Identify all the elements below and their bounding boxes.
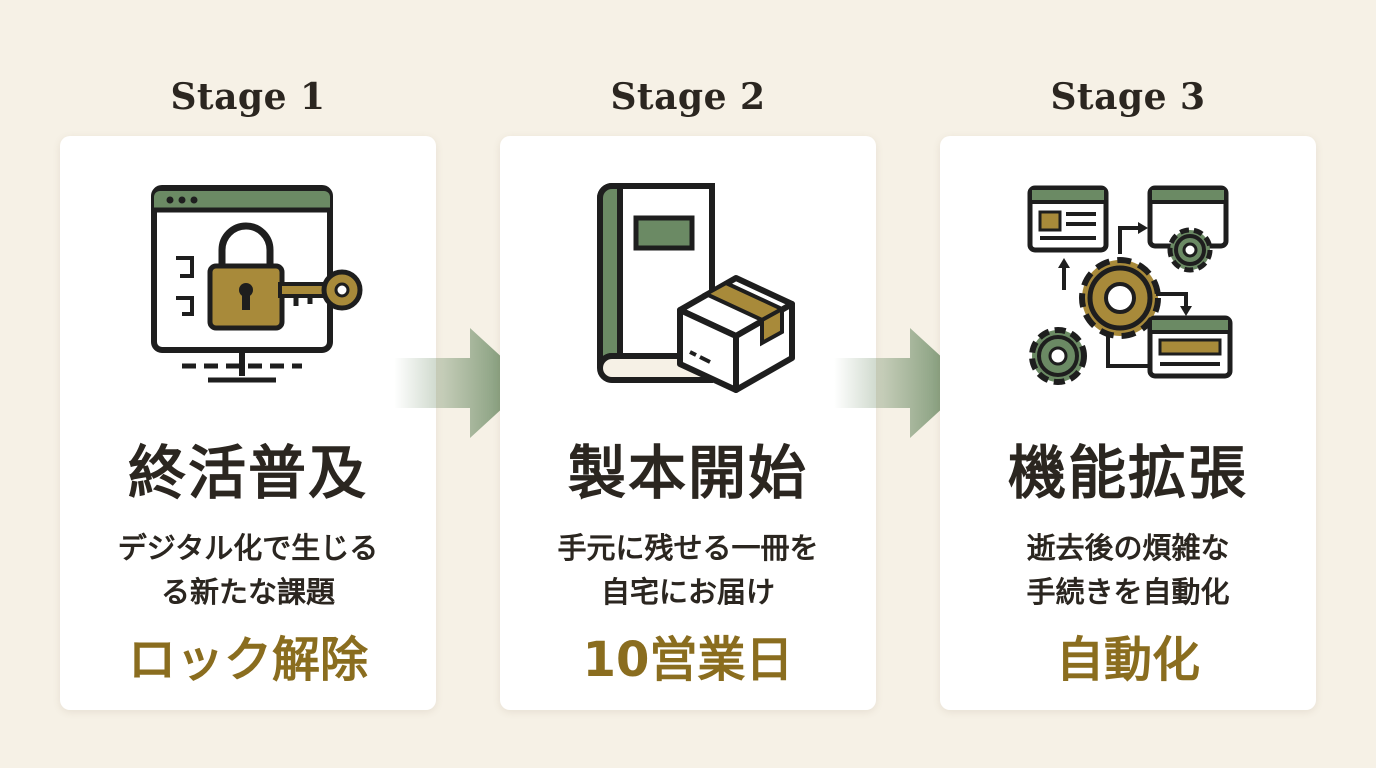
stage-1-title: 終活普及: [127, 439, 368, 507]
stage-2-description: 手元に残せる一冊を 自宅にお届け: [520, 526, 856, 614]
stage-2-description-line-1: 手元に残せる一冊を: [557, 531, 819, 565]
computer-lock-key-icon: [120, 180, 376, 400]
stage-1-highlight: ロック解除: [127, 632, 368, 688]
arrow-right-icon: [394, 328, 534, 438]
stage-3-description: 逝去後の煩雑な 手続きを自動化: [960, 526, 1296, 614]
stage-3-highlight: 自動化: [1055, 632, 1200, 688]
stage-2-label: Stage 2: [610, 76, 766, 118]
stage-2-title: 製本開始: [567, 439, 808, 507]
stage-3-description-line-1: 逝去後の煩雑な: [1026, 531, 1230, 565]
stage-3-card: 機能拡張 逝去後の煩雑な 手続きを自動化 自動化: [940, 136, 1316, 710]
stage-1-description: デジタル化で生じる る新たな課題: [80, 526, 416, 614]
stage-3-description-line-2: 手続きを自動化: [1026, 575, 1230, 609]
stage-2-description-line-2: 自宅にお届け: [600, 575, 775, 609]
stage-3-label: Stage 3: [1050, 76, 1206, 118]
stage-2-highlight: 10営業日: [582, 632, 794, 688]
stage-1-description-line-1: デジタル化で生じる: [117, 531, 379, 565]
stage-1-label: Stage 1: [170, 76, 326, 118]
stage-1-card: 終活普及 デジタル化で生じる る新たな課題 ロック解除: [60, 136, 436, 710]
stage-3-title: 機能拡張: [1007, 439, 1248, 507]
stage-2-card: 製本開始 手元に残せる一冊を 自宅にお届け 10営業日: [500, 136, 876, 710]
gears-automation-icon: [1000, 180, 1256, 400]
book-and-box-icon: [560, 180, 816, 400]
arrow-right-icon: [834, 328, 974, 438]
stage-1-description-line-2: る新たな課題: [160, 575, 335, 609]
